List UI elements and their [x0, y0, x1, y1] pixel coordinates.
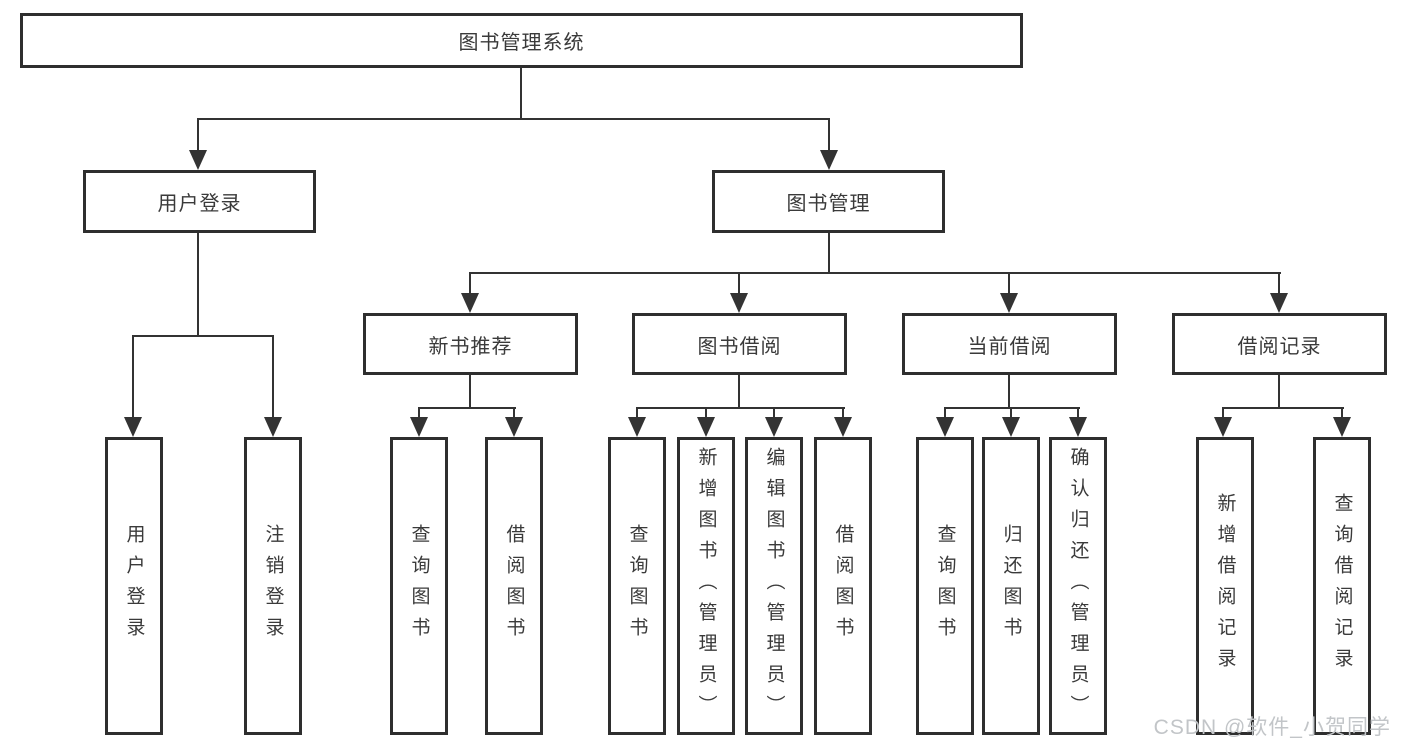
- connector-line: [133, 335, 274, 337]
- leaf-return-book: 归还图书: [982, 437, 1040, 735]
- connector-line: [198, 118, 830, 120]
- connector-line: [1010, 407, 1012, 419]
- leaf-query-borrow-record: 查询借阅记录: [1313, 437, 1371, 735]
- connector-line: [418, 407, 516, 409]
- connector-line: [1008, 272, 1010, 295]
- arrow-down-icon: [936, 417, 954, 437]
- leaf-query-book-borrowing: 查询图书: [608, 437, 666, 735]
- arrow-down-icon: [410, 417, 428, 437]
- connector-line: [1278, 272, 1280, 295]
- leaf-label: 借阅图书: [503, 524, 525, 648]
- node-book-borrowing: 图书借阅: [632, 313, 847, 375]
- connector-line: [828, 233, 830, 274]
- leaf-query-book-current: 查询图书: [916, 437, 974, 735]
- arrow-down-icon: [628, 417, 646, 437]
- node-label: 图书借阅: [697, 335, 782, 358]
- leaf-label: 注销登录: [262, 524, 284, 648]
- arrow-down-icon: [1333, 417, 1351, 437]
- connector-line: [944, 407, 946, 419]
- arrow-down-icon: [189, 150, 207, 170]
- node-borrowing-records: 借阅记录: [1172, 313, 1387, 375]
- connector-line: [469, 272, 1281, 274]
- arrow-down-icon: [697, 417, 715, 437]
- leaf-add-borrow-record: 新增借阅记录: [1196, 437, 1254, 735]
- arrow-down-icon: [505, 417, 523, 437]
- connector-line: [773, 407, 775, 419]
- connector-line: [738, 272, 740, 295]
- arrow-down-icon: [1069, 417, 1087, 437]
- csdn-watermark: CSDN @软件_小贺同学: [1153, 716, 1391, 739]
- leaf-label: 归还图书: [1000, 524, 1022, 648]
- connector-line: [513, 407, 515, 419]
- arrow-down-icon: [1270, 293, 1288, 313]
- connector-line: [944, 407, 1080, 409]
- leaf-label: 确认归还（管理员）: [1067, 446, 1089, 726]
- leaf-add-book-admin: 新增图书（管理员）: [677, 437, 735, 735]
- node-root: 图书管理系统: [20, 13, 1023, 68]
- leaf-label: 查询图书: [934, 524, 956, 648]
- connector-line: [132, 335, 134, 419]
- connector-line: [1077, 407, 1079, 419]
- leaf-label: 查询图书: [626, 524, 648, 648]
- node-current-borrowing: 当前借阅: [902, 313, 1117, 375]
- node-label: 图书管理: [786, 193, 871, 215]
- connector-line: [738, 375, 740, 409]
- node-user-login: 用户登录: [83, 170, 316, 233]
- leaf-edit-book-admin: 编辑图书（管理员）: [745, 437, 803, 735]
- leaf-user-login: 用户登录: [105, 437, 163, 735]
- arrow-down-icon: [1002, 417, 1020, 437]
- leaf-label: 新增图书（管理员）: [695, 446, 717, 726]
- node-label: 新书推荐: [428, 335, 513, 358]
- leaf-borrow-book-recommend: 借阅图书: [485, 437, 543, 735]
- connector-line: [197, 233, 199, 335]
- connector-line: [1222, 407, 1224, 419]
- connector-line: [272, 335, 274, 419]
- node-label: 当前借阅: [967, 335, 1052, 358]
- connector-line: [469, 375, 471, 409]
- leaf-logout: 注销登录: [244, 437, 302, 735]
- connector-line: [1278, 375, 1280, 409]
- connector-line: [520, 68, 522, 118]
- leaf-label: 用户登录: [123, 524, 145, 648]
- leaf-label: 新增借阅记录: [1214, 493, 1236, 679]
- arrow-down-icon: [820, 150, 838, 170]
- connector-line: [842, 407, 844, 419]
- node-label: 借阅记录: [1237, 335, 1322, 358]
- arrow-down-icon: [834, 417, 852, 437]
- connector-line: [828, 118, 830, 152]
- arrow-down-icon: [264, 417, 282, 437]
- arrow-down-icon: [1000, 293, 1018, 313]
- connector-line: [469, 272, 471, 295]
- connector-line: [636, 407, 638, 419]
- leaf-label: 查询图书: [408, 524, 430, 648]
- leaf-label: 编辑图书（管理员）: [763, 446, 785, 726]
- arrow-down-icon: [730, 293, 748, 313]
- connector-line: [636, 407, 845, 409]
- arrow-down-icon: [765, 417, 783, 437]
- arrow-down-icon: [461, 293, 479, 313]
- connector-line: [197, 118, 199, 152]
- leaf-label: 查询借阅记录: [1331, 493, 1353, 679]
- connector-line: [705, 407, 707, 419]
- leaf-query-book-recommend: 查询图书: [390, 437, 448, 735]
- leaf-label: 借阅图书: [832, 524, 854, 648]
- node-book-management: 图书管理: [712, 170, 945, 233]
- node-label: 用户登录: [157, 193, 242, 215]
- leaf-borrow-book-borrowing: 借阅图书: [814, 437, 872, 735]
- leaf-confirm-return-admin: 确认归还（管理员）: [1049, 437, 1107, 735]
- connector-line: [1008, 375, 1010, 409]
- arrow-down-icon: [1214, 417, 1232, 437]
- arrow-down-icon: [124, 417, 142, 437]
- node-new-book-recommend: 新书推荐: [363, 313, 578, 375]
- connector-line: [1341, 407, 1343, 419]
- connector-line: [1222, 407, 1344, 409]
- node-root-label: 图书管理系统: [458, 32, 585, 54]
- connector-line: [418, 407, 420, 419]
